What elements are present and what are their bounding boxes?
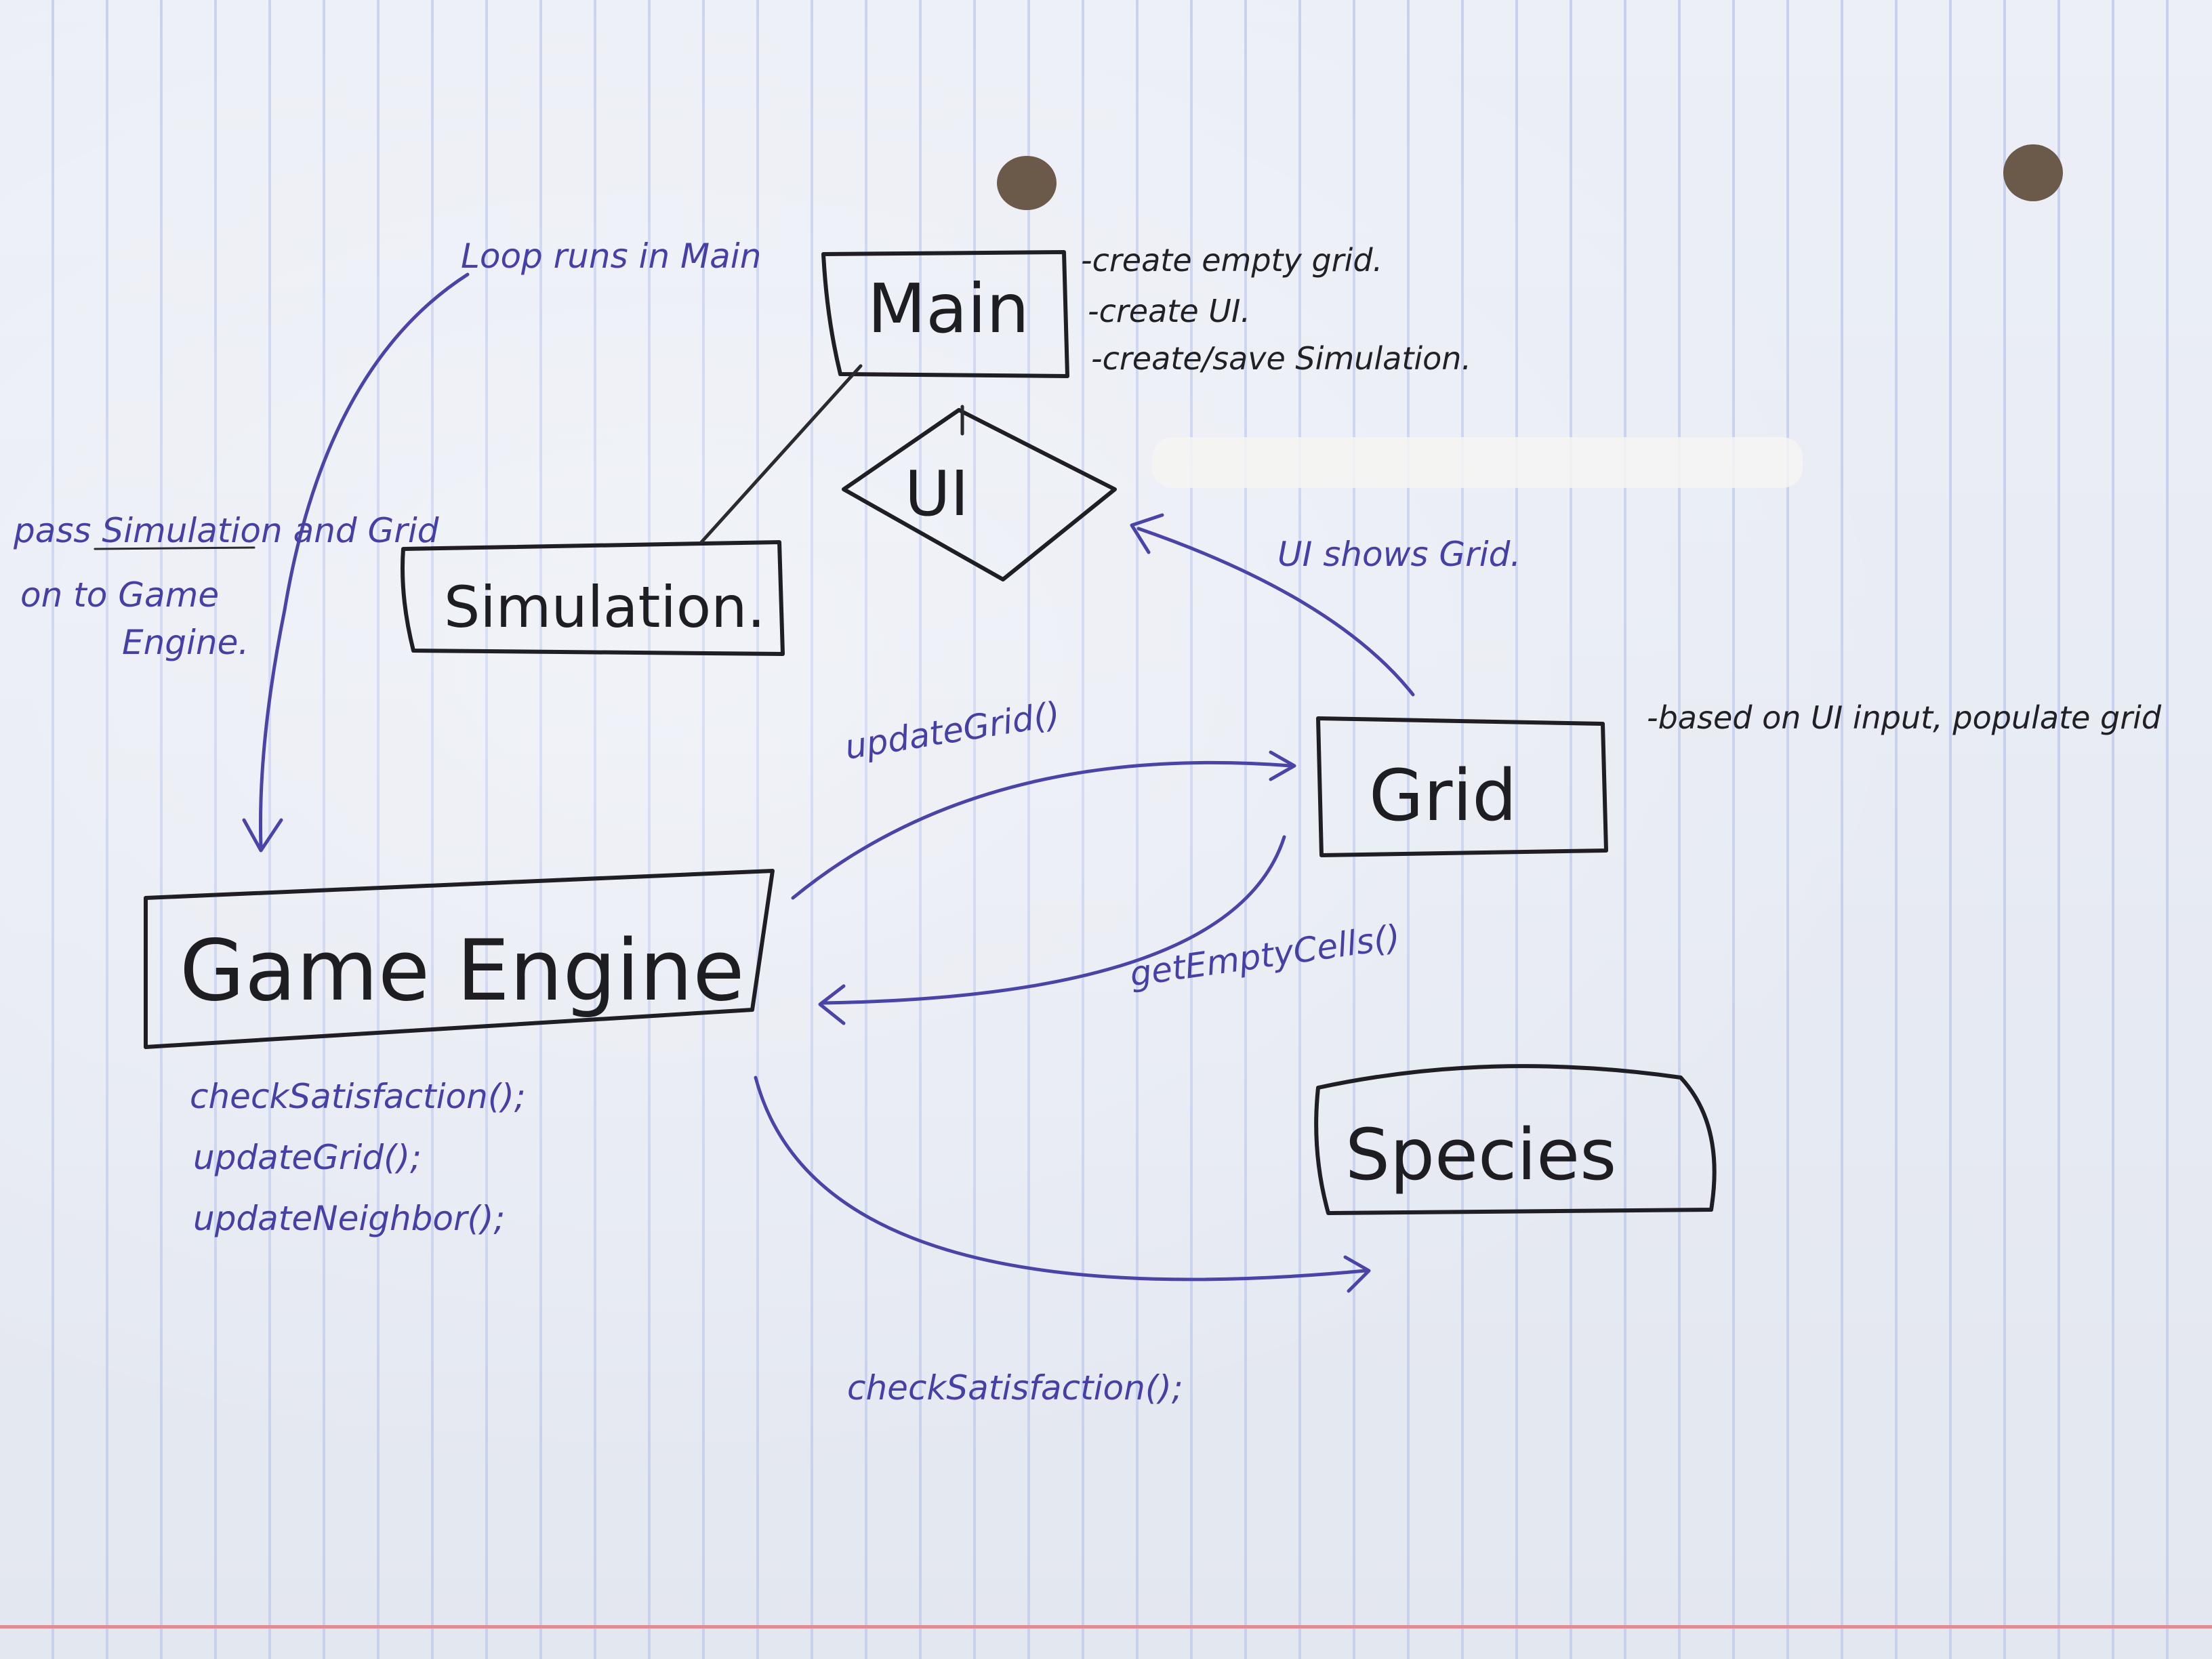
ui-label: UI <box>905 457 968 530</box>
pass-note-2: on to Game <box>20 575 219 615</box>
update-grid-arrow <box>791 760 1293 900</box>
species-box <box>1314 1064 1717 1215</box>
check-satisfaction-arrowhead <box>1343 1255 1371 1293</box>
grid-note: -based on UI input, populate grid <box>1647 699 2162 736</box>
get-empty-cells-arrowhead <box>818 984 846 1025</box>
ui-shows-grid-arrowhead <box>1130 513 1164 554</box>
main-note-1: -create empty grid. <box>1081 242 1382 279</box>
underline-mark <box>94 546 255 550</box>
game-engine-box <box>144 869 775 1049</box>
simulation-node: Simulation. <box>401 540 785 656</box>
update-grid-edge-label: updateGrid() <box>842 694 1063 766</box>
loop-arrow <box>258 272 470 849</box>
main-note-3: -create/save Simulation. <box>1091 340 1471 377</box>
correction-mark <box>1152 437 1803 488</box>
binder-hole <box>2003 144 2063 201</box>
main-box <box>821 250 1069 378</box>
ui-node: UI <box>842 408 1117 581</box>
loop-note: Loop runs in Main <box>461 237 761 276</box>
ui-shows-grid-arrow <box>1136 527 1415 697</box>
main-label: Main <box>867 269 1029 348</box>
check-satisfaction-edge-label: checkSatisfaction(); <box>847 1368 1183 1408</box>
simulation-box <box>401 540 785 656</box>
engine-method-3: updateNeighbor(); <box>193 1199 505 1238</box>
binder-hole <box>997 156 1057 210</box>
grid-node: Grid <box>1316 716 1608 857</box>
grid-label: Grid <box>1369 754 1517 837</box>
check-satisfaction-arrow <box>754 1076 1368 1282</box>
pass-note-3: Engine. <box>122 623 249 662</box>
species-node: Species <box>1314 1064 1717 1215</box>
game-engine-node: Game Engine <box>144 869 775 1049</box>
ui-diamond <box>842 408 1117 581</box>
pass-note-1: pass Simulation and Grid <box>13 511 439 550</box>
grid-box <box>1316 716 1608 857</box>
species-label: Species <box>1345 1113 1616 1196</box>
game-engine-label: Game Engine <box>180 922 745 1020</box>
engine-method-2: updateGrid(); <box>193 1138 422 1177</box>
main-note-2: -create UI. <box>1088 293 1250 329</box>
main-node: Main <box>821 250 1069 378</box>
spiral-holes <box>997 144 2063 210</box>
get-empty-cells-edge-label: getEmptyCells() <box>1128 918 1403 994</box>
main-simulation-connector <box>699 364 863 544</box>
red-margin-line <box>0 1625 2212 1629</box>
loop-arrowhead <box>242 818 283 853</box>
simulation-label: Simulation. <box>444 574 765 640</box>
engine-method-1: checkSatisfaction(); <box>190 1077 526 1116</box>
get-empty-cells-arrow <box>821 835 1286 1005</box>
ui-shows-grid-note: UI shows Grid. <box>1277 535 1521 574</box>
update-grid-arrowhead <box>1269 750 1296 781</box>
